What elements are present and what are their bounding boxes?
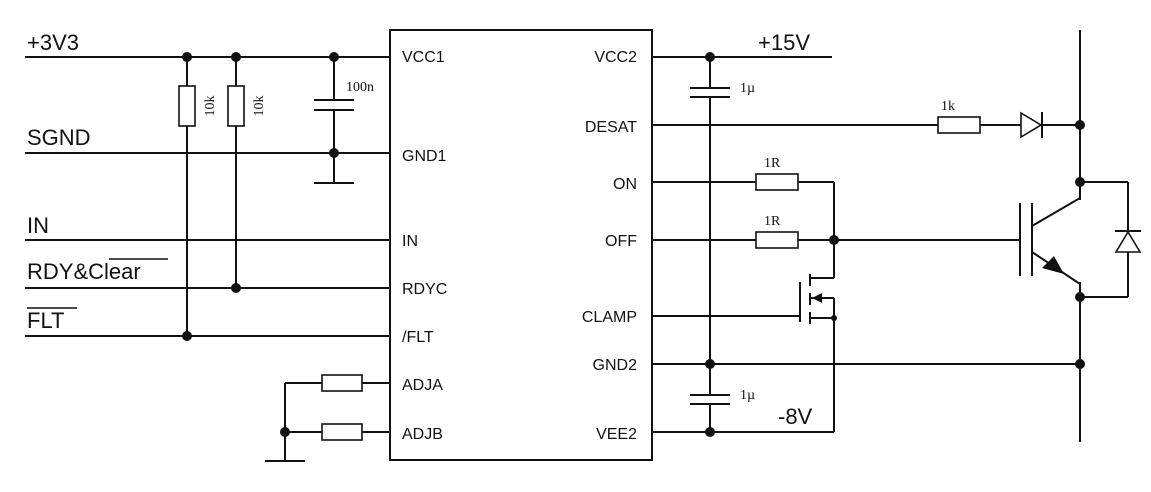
igbt-emitter-arrow (1042, 256, 1064, 274)
junction (1075, 359, 1085, 369)
junction (182, 331, 192, 341)
pin-adja: ADJA (402, 377, 443, 394)
junction (231, 52, 241, 62)
mosfet-arrow (812, 293, 822, 303)
pin-off: OFF (605, 233, 637, 250)
resistor-pullup-rdyc (227, 85, 245, 127)
value-r-desat: 1k (941, 99, 955, 114)
junction (705, 359, 715, 369)
value-r-pullup-rdyc: 10k (252, 96, 267, 117)
resistor-adjb (321, 423, 363, 441)
net-label-clear-overbar: Clear (88, 259, 141, 284)
net-label-in: IN (27, 213, 49, 238)
junction (705, 427, 715, 437)
igbt-collector-leg (1031, 197, 1081, 227)
resistor-on (755, 173, 799, 191)
value-r-off: 1R (764, 214, 781, 229)
net-label-sgnd: SGND (27, 125, 91, 150)
net-label-15v: +15V (758, 30, 810, 55)
net-label-rdy-clear: RDY&Clear (27, 259, 141, 284)
value-r-pullup-flt: 10k (203, 96, 218, 117)
pin-on: ON (613, 176, 637, 193)
junction (329, 148, 339, 158)
pin-gnd2: GND2 (593, 357, 638, 374)
net-label-3v3: +3V3 (27, 30, 79, 55)
pin-rdyc: RDYC (402, 281, 447, 298)
resistor-off (755, 231, 799, 249)
net-label-rdy-prefix: RDY& (27, 259, 88, 284)
gate-driver-ic (389, 29, 653, 461)
pin-gnd1: GND1 (402, 148, 447, 165)
pin-clamp: CLAMP (582, 309, 637, 326)
diode-desat (1020, 111, 1043, 139)
pin-in: IN (402, 233, 418, 250)
junction (1075, 120, 1085, 130)
value-c-100n: 100n (346, 80, 374, 95)
pin-vee2: VEE2 (596, 426, 637, 443)
resistor-desat (937, 116, 981, 134)
junction (1075, 292, 1085, 302)
junction (829, 235, 839, 245)
pin-flt: /FLT (402, 329, 434, 346)
pin-desat: DESAT (585, 119, 637, 136)
junction (705, 52, 715, 62)
junction (1075, 177, 1085, 187)
pin-vcc2: VCC2 (594, 49, 637, 66)
junction (182, 52, 192, 62)
junction (231, 283, 241, 293)
net-label-neg8v: -8V (778, 404, 813, 429)
diode-freewheel (1114, 230, 1142, 253)
net-label-flt: FLT (27, 308, 64, 333)
value-c-vcc2: 1µ (740, 81, 755, 96)
resistor-pullup-flt (178, 85, 196, 127)
junction (280, 427, 290, 437)
pin-adjb: ADJB (402, 426, 443, 443)
value-c-vee2: 1µ (740, 388, 755, 403)
junction (329, 52, 339, 62)
resistor-adja (321, 374, 363, 392)
value-r-on: 1R (764, 156, 781, 171)
pin-vcc1: VCC1 (402, 49, 445, 66)
